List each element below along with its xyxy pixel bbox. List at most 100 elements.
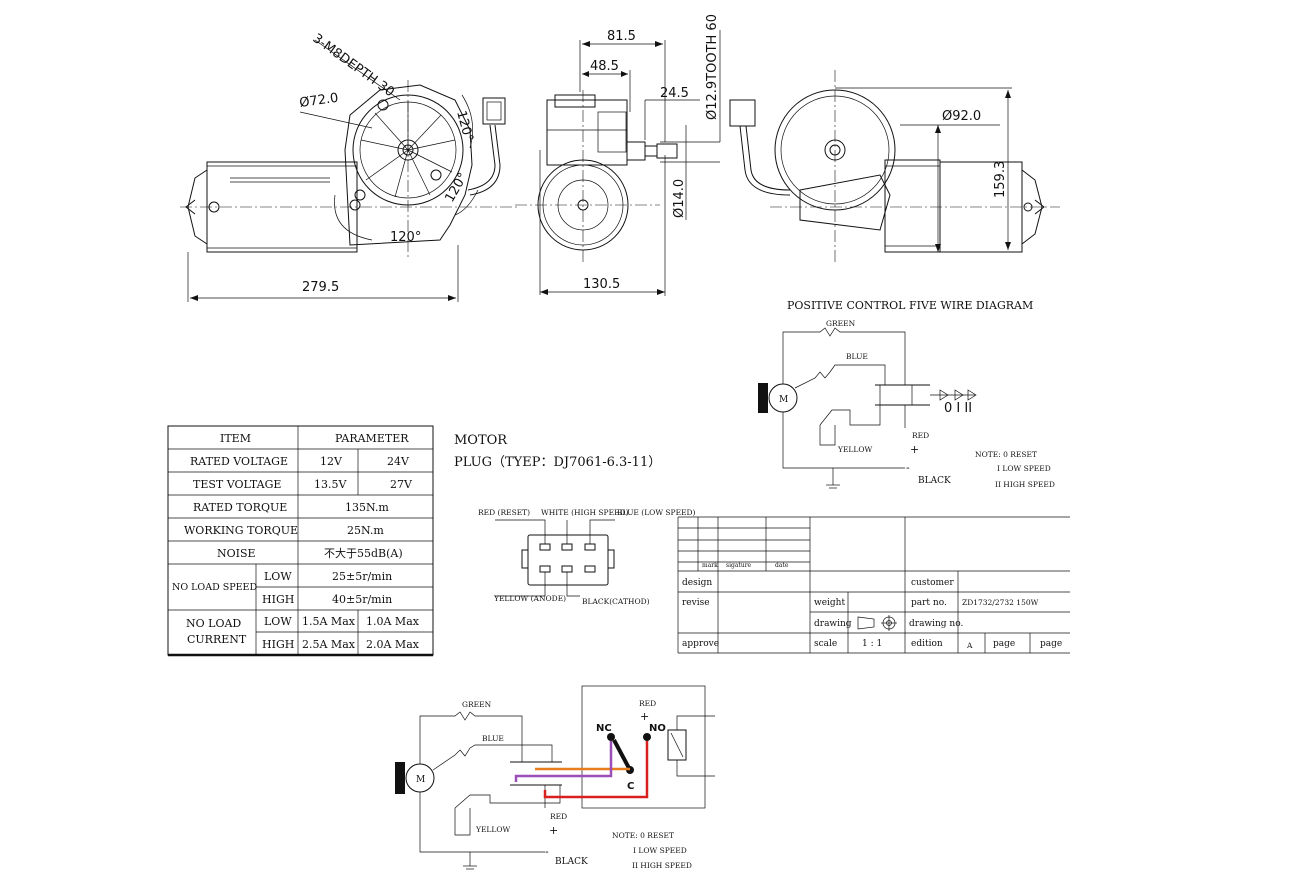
motor-rear-view bbox=[729, 70, 1060, 262]
bottom-label-red: RED bbox=[550, 812, 567, 821]
test-voltage-13-5: 13.5V bbox=[314, 478, 347, 491]
tb-drawing-no: drawing no. bbox=[909, 619, 963, 629]
dim-159-3: 159.3 bbox=[993, 161, 1008, 198]
tb-customer: customer bbox=[911, 578, 954, 588]
tb-part-no: part no. bbox=[911, 598, 947, 608]
row-no-load-current-2: CURRENT bbox=[187, 633, 247, 646]
dim-14-0: Ø14.0 bbox=[672, 179, 687, 218]
top-note-3: II HIGH SPEED bbox=[995, 480, 1055, 489]
noise-value: 不大于55dB(A) bbox=[324, 546, 403, 560]
top-wiring-diagram: POSITIVE CONTROL FIVE WIRE DIAGRAM M GRE… bbox=[758, 299, 1055, 489]
tb-page-1: page bbox=[993, 639, 1015, 649]
working-torque-value: 25N.m bbox=[347, 524, 384, 537]
dim-130-5: 130.5 bbox=[583, 277, 620, 292]
bottom-note-2: I LOW SPEED bbox=[633, 846, 687, 855]
tb-date: date bbox=[775, 562, 789, 569]
speed-low: LOW bbox=[264, 570, 292, 583]
tb-page-2: page bbox=[1040, 639, 1062, 649]
bottom-label-black: BLACK bbox=[555, 857, 588, 867]
title-block: mark sigature date design revise approve… bbox=[677, 516, 1070, 654]
tb-revise: revise bbox=[682, 598, 710, 608]
label-plus: + bbox=[910, 443, 919, 456]
top-note-1: NOTE: 0 RESET bbox=[975, 450, 1037, 459]
row-test-voltage: TEST VOLTAGE bbox=[193, 478, 281, 491]
bottom-label-blue: BLUE bbox=[482, 734, 504, 743]
label-green: GREEN bbox=[826, 319, 856, 328]
row-no-load-speed: NO LOAD SPEED bbox=[172, 582, 257, 593]
current-high: HIGH bbox=[262, 638, 294, 651]
tb-mark: mark bbox=[702, 562, 718, 569]
tb-weight: weight bbox=[814, 598, 845, 608]
current-low: LOW bbox=[264, 615, 292, 628]
tb-drawing: drawing bbox=[814, 619, 852, 629]
motor-front-view bbox=[515, 30, 721, 296]
plug-red: RED (RESET) bbox=[478, 508, 530, 517]
tb-signature: sigature bbox=[726, 562, 752, 569]
label-blue: BLUE bbox=[846, 352, 868, 361]
label-minus: - bbox=[906, 461, 910, 474]
rated-voltage-12: 12V bbox=[320, 455, 343, 468]
rated-voltage-24: 24V bbox=[387, 455, 410, 468]
dim-279-5: 279.5 bbox=[302, 280, 339, 295]
tb-approve: approve bbox=[682, 639, 719, 649]
relay-no-terminal bbox=[643, 733, 651, 741]
parameter-table bbox=[167, 425, 434, 657]
bottom-note-3: II HIGH SPEED bbox=[632, 861, 692, 870]
bottom-label-plus: + bbox=[549, 824, 558, 837]
dim-shaft: Ø12.9TOOTH 60 bbox=[705, 14, 720, 120]
row-working-torque: WORKING TORQUE bbox=[184, 524, 298, 537]
plug-motor-label: MOTOR bbox=[454, 433, 508, 448]
tb-scale: scale bbox=[814, 639, 837, 649]
dim-angle-c: 120° bbox=[390, 230, 421, 245]
row-rated-torque: RATED TORQUE bbox=[193, 501, 287, 514]
label-yellow: YELLOW bbox=[837, 445, 873, 454]
relay-red-label: RED bbox=[639, 699, 656, 708]
speed-high: HIGH bbox=[262, 593, 294, 606]
relay-no-label: NO bbox=[649, 723, 666, 734]
tb-design: design bbox=[682, 578, 712, 588]
current-low-2: 1.0A Max bbox=[366, 615, 420, 628]
top-note-2: I LOW SPEED bbox=[997, 464, 1051, 473]
motor-label: M bbox=[779, 395, 788, 405]
row-no-load-current-1: NO LOAD bbox=[186, 617, 241, 630]
plug-white: WHITE (HIGH SPEED) bbox=[541, 508, 629, 517]
label-red: RED bbox=[912, 431, 929, 440]
dim-72-0: Ø72.0 bbox=[298, 91, 339, 111]
current-low-1: 1.5A Max bbox=[302, 615, 356, 628]
test-voltage-27: 27V bbox=[390, 478, 413, 491]
current-high-1: 2.5A Max bbox=[302, 638, 356, 651]
top-wiring-title: POSITIVE CONTROL FIVE WIRE DIAGRAM bbox=[787, 299, 1033, 312]
plug-type-label: PLUG（TYEP：DJ7061-6.3-11） bbox=[454, 455, 661, 470]
table-header-item: ITEM bbox=[220, 432, 251, 445]
dim-angle-a: 120° bbox=[453, 109, 476, 143]
row-noise: NOISE bbox=[217, 547, 256, 560]
tb-scale-value: 1 : 1 bbox=[862, 639, 882, 649]
projection-cone-icon bbox=[857, 616, 875, 630]
dim-92-0: Ø92.0 bbox=[942, 109, 981, 124]
bottom-wiring-diagram: M GREEN BLUE YELLOW RED + - BLACK RED + … bbox=[395, 685, 715, 870]
bottom-motor-label: M bbox=[416, 775, 425, 785]
motor-brush-block bbox=[758, 383, 768, 413]
plug-section: MOTOR PLUG（TYEP：DJ7061-6.3-11） RED (RESE… bbox=[454, 433, 696, 606]
bottom-label-yellow: YELLOW bbox=[475, 825, 511, 834]
relay-nc-terminal bbox=[607, 733, 615, 741]
tb-part-value: ZD1732/2732 150W bbox=[962, 598, 1039, 607]
bottom-label-minus: - bbox=[545, 845, 549, 858]
plug-body bbox=[527, 534, 609, 586]
row-rated-voltage: RATED VOLTAGE bbox=[190, 455, 288, 468]
plug-yellow: YELLOW (ANODE) bbox=[493, 594, 566, 603]
wire-purple bbox=[514, 741, 613, 782]
relay-box bbox=[581, 685, 706, 809]
bottom-label-green: GREEN bbox=[462, 700, 492, 709]
plug-blue: BLUE (LOW SPEED) bbox=[617, 508, 696, 517]
current-high-2: 2.0A Max bbox=[366, 638, 420, 651]
table-header-parameter: PARAMETER bbox=[335, 432, 409, 445]
tb-edition-value: A bbox=[966, 641, 973, 650]
wire-red bbox=[543, 741, 649, 799]
tb-edition: edition bbox=[911, 639, 943, 649]
relay-nc-label: NC bbox=[596, 723, 612, 734]
relay-plus-label: + bbox=[640, 710, 649, 723]
dim-81-5: 81.5 bbox=[607, 29, 636, 44]
rated-torque-value: 135N.m bbox=[345, 501, 389, 514]
